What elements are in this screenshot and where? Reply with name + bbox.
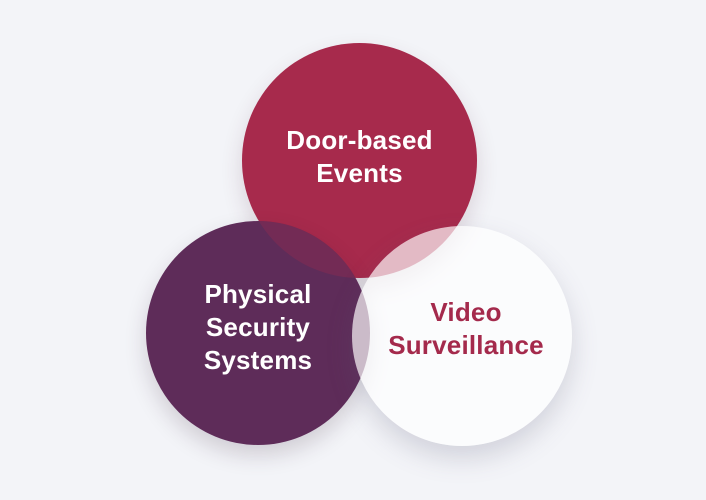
overlap-tint-crimson-purple [242,221,370,278]
label-line: Systems [203,345,313,375]
venn-circle-physical-security-systems [146,221,370,445]
label-line: Surveillance [388,330,544,360]
label-video-surveillance: Video Surveillance [356,296,576,362]
label-physical-security-systems: Physical Security Systems [146,278,370,377]
label-line: Video [430,297,502,327]
label-line: Door-based [286,125,433,155]
label-door-based-events: Door-based Events [242,124,477,190]
venn-circle-video-surveillance [352,226,572,446]
label-line: Events [316,158,403,188]
label-line: Physical [204,279,312,309]
label-line: Security [205,312,311,342]
